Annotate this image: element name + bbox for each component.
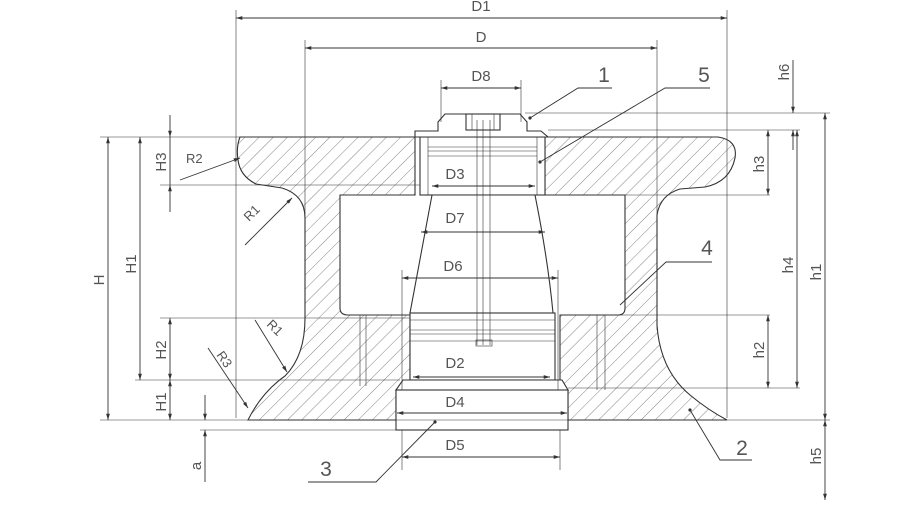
dim-label-h3-left: H3: [153, 152, 170, 171]
dimension-d8: D8: [441, 68, 521, 90]
radius-label-r1-top: R1: [241, 202, 263, 224]
dimension-d1: D1: [236, 0, 727, 20]
callout-part-4: 4: [619, 237, 713, 306]
casting-right-half: [544, 136, 736, 421]
callout-label-3: 3: [320, 458, 332, 481]
dimension-h1-base: H1: [153, 380, 172, 420]
dim-label-d6: D6: [443, 258, 462, 275]
dimension-d7: D7: [421, 210, 545, 234]
dim-label-h3-right: h3: [751, 156, 768, 173]
dimension-h2-left: H2: [153, 318, 172, 380]
dim-label-a: a: [188, 461, 205, 470]
radius-label-r3: R3: [214, 348, 236, 370]
callout-label-5: 5: [698, 64, 710, 87]
dim-label-h5: h5: [808, 448, 825, 465]
dim-label-d5: D5: [445, 437, 464, 454]
dim-label-d1: D1: [471, 0, 490, 15]
dimension-h3-left: H3: [153, 115, 172, 212]
dimension-h5: h5: [808, 420, 827, 500]
callout-label-4: 4: [701, 237, 713, 260]
dimension-d4: D4: [397, 394, 567, 415]
base-plate: [395, 389, 569, 431]
dimension-d2: D2: [413, 355, 550, 379]
rod-end: [475, 339, 493, 347]
dim-label-h: H: [91, 275, 108, 286]
radius-label-r2: R2: [186, 151, 203, 166]
callout-label-2: 2: [736, 437, 748, 460]
radius-r2: R2: [179, 151, 241, 181]
dim-label-h2-right: h2: [751, 342, 768, 359]
dim-label-d8: D8: [471, 68, 490, 85]
radius-r1-bottom: R1: [254, 317, 288, 373]
callout-part-5: 5: [538, 64, 710, 164]
dimension-h3-right: h3: [751, 130, 770, 195]
lower-block: [409, 312, 556, 381]
dim-label-h4-right: h4: [780, 257, 797, 274]
callout-part-2: 2: [688, 408, 752, 461]
callout-part-1: 1: [528, 64, 612, 120]
dim-label-h1-mid: H1: [123, 254, 140, 273]
dim-label-h2-left: H2: [153, 340, 170, 359]
dim-label-d7: D7: [445, 210, 464, 227]
dim-label-d4: D4: [445, 394, 464, 411]
dimension-d3: D3: [432, 166, 535, 188]
dim-label-d: D: [476, 29, 487, 46]
lower-boss: [394, 379, 569, 391]
dimension-h4-right: h4: [780, 130, 799, 388]
radius-label-r1-bottom: R1: [264, 317, 286, 339]
callout-label-1: 1: [598, 64, 610, 87]
dim-label-d2: D2: [445, 355, 464, 372]
dimension-h1-mid: H1: [123, 137, 142, 380]
dim-label-d3: D3: [445, 166, 464, 183]
dimension-a: a: [188, 395, 207, 482]
dimension-h-total: H: [91, 137, 110, 420]
radius-r3: R3: [207, 347, 249, 409]
dim-label-h1-right: h1: [808, 264, 825, 281]
dimension-d5: D5: [402, 437, 560, 459]
dim-label-h1-base: H1: [153, 392, 170, 411]
tapered-body: [409, 194, 554, 314]
dimension-h6: h6: [776, 60, 795, 150]
dimension-h1-right: h1: [808, 113, 827, 420]
radius-r1-top: R1: [241, 197, 293, 246]
dimension-d: D: [305, 29, 657, 50]
dimension-h2-right: h2: [751, 315, 770, 388]
casting-left-half: [236, 136, 416, 421]
dimension-d6: D6: [402, 258, 558, 280]
insert-assembly: [394, 113, 569, 431]
dim-label-h6: h6: [776, 64, 793, 81]
callout-part-3: 3: [308, 420, 437, 483]
